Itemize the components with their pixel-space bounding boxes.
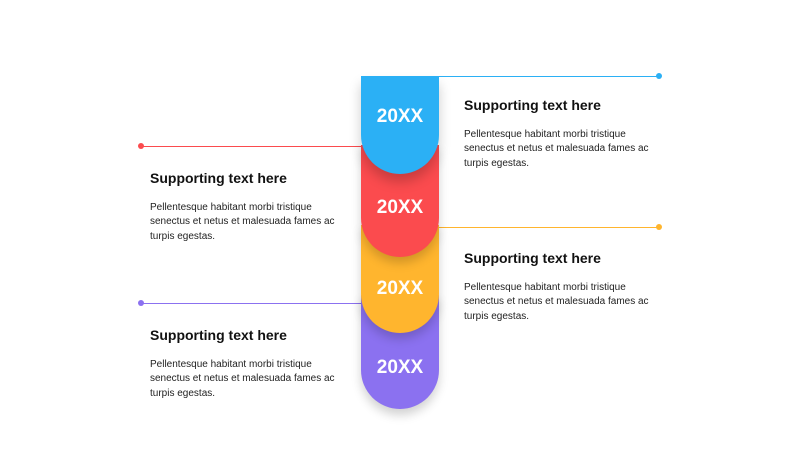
segment-3-label: 20XX (376, 278, 424, 299)
text-block-4-title: Supporting text here (150, 327, 287, 343)
connector-dot-purple (138, 300, 144, 306)
text-block-3-title: Supporting text here (464, 250, 601, 266)
segment-1: 20XX (361, 76, 439, 174)
text-block-3-body: Pellentesque habitant morbi tristique se… (464, 281, 649, 322)
text-block-3: Supporting text here Pellentesque habita… (464, 250, 664, 324)
connector-dot-red (138, 143, 144, 149)
text-block-2-body: Pellentesque habitant morbi tristique se… (150, 201, 335, 242)
text-block-4-body: Pellentesque habitant morbi tristique se… (150, 358, 335, 399)
segment-1-label: 20XX (376, 106, 424, 127)
connector-dot-blue (656, 73, 662, 79)
segment-2: 20XX (361, 145, 439, 257)
text-block-4: Supporting text here Pellentesque habita… (150, 327, 350, 401)
text-block-2: Supporting text here Pellentesque habita… (150, 170, 350, 244)
connector-dot-yellow (656, 224, 662, 230)
segment-2-label: 20XX (376, 197, 424, 218)
connector-line-yellow (439, 227, 659, 228)
connector-line-red (141, 146, 361, 147)
text-block-2-title: Supporting text here (150, 170, 287, 186)
text-block-1-title: Supporting text here (464, 97, 601, 113)
segment-4-label: 20XX (376, 357, 424, 378)
connector-line-purple (141, 303, 361, 304)
text-block-1-body: Pellentesque habitant morbi tristique se… (464, 128, 649, 169)
text-block-1: Supporting text here Pellentesque habita… (464, 97, 664, 171)
connector-line-blue (439, 76, 659, 77)
